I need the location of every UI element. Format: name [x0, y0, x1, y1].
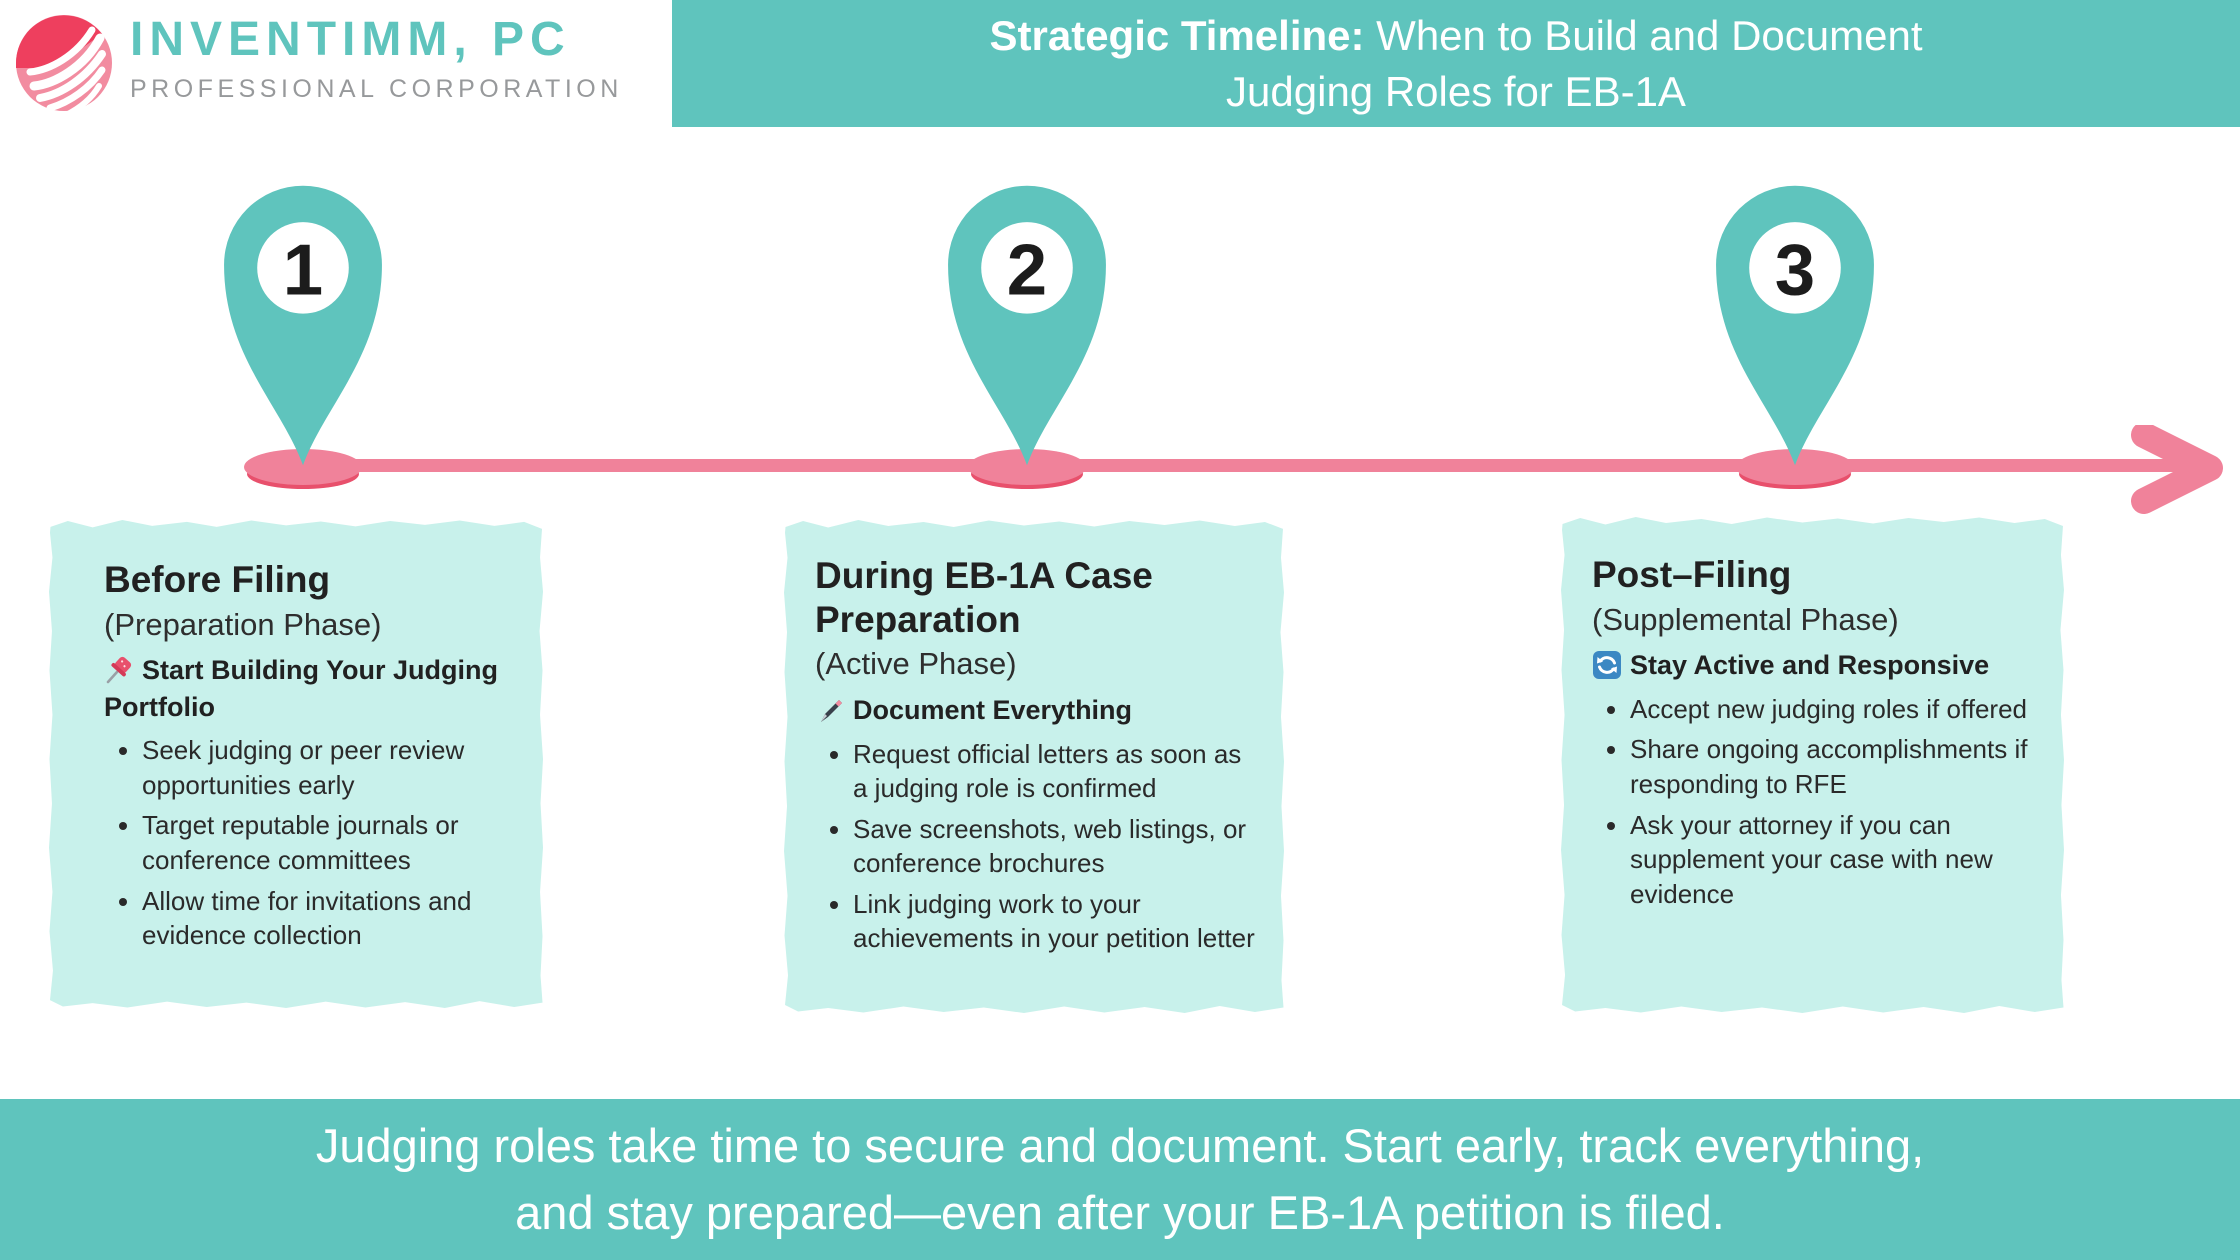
refresh-icon — [1593, 651, 1621, 680]
list-item: Seek judging or peer review opportunitie… — [142, 733, 510, 802]
milestone-card-1: Before Filing (Preparation Phase) Start … — [48, 519, 544, 1009]
card-2-lead: Document Everything — [815, 692, 1257, 728]
timeline-line — [300, 459, 2195, 472]
list-item: Ask your attorney if you can supplement … — [1630, 808, 2039, 912]
card-2-bullet-list: Request official letters as soon as a ju… — [815, 737, 1257, 956]
logo-area: INVENTIMM, PC PROFESSIONAL CORPORATION — [0, 0, 672, 127]
page-title-line2: Judging Roles for EB-1A — [1226, 67, 1686, 115]
card-3-phase: (Supplemental Phase) — [1592, 601, 1899, 637]
card-1-title: Before Filing — [104, 559, 331, 600]
header-band: Strategic Timeline: When to Build and Do… — [672, 0, 2240, 127]
card-1-lead: Start Building Your Judging Portfolio — [104, 652, 510, 725]
pushpin-icon — [106, 657, 132, 684]
page-title: Strategic Timeline: When to Build and Do… — [990, 8, 1923, 119]
card-2-phase: (Active Phase) — [815, 646, 1017, 682]
map-pin-3-icon: 3 — [1716, 185, 1874, 466]
card-1-lead-text: Start Building Your Judging Portfolio — [104, 655, 498, 722]
card-3-lead-text: Stay Active and Responsive — [1630, 650, 1990, 681]
footer-line-1: Judging roles take time to secure and do… — [315, 1118, 1925, 1172]
list-item: Save screenshots, web listings, or confe… — [853, 812, 1257, 881]
list-item: Request official letters as soon as a ju… — [853, 737, 1257, 806]
brand-text: INVENTIMM, PC PROFESSIONAL CORPORATION — [130, 13, 623, 104]
card-3-bullet-list: Accept new judging roles if offered Shar… — [1592, 692, 2039, 911]
card-1-phase: (Preparation Phase) — [104, 606, 382, 642]
footer-band: Judging roles take time to secure and do… — [0, 1099, 2240, 1260]
milestone-card-2: During EB-1A Case Preparation (Active Ph… — [784, 519, 1284, 1014]
footer-line-2: and stay prepared—even after your EB-1A … — [515, 1185, 1725, 1239]
map-pin-1-icon: 1 — [224, 185, 382, 466]
pen-icon — [821, 700, 842, 723]
milestone-card-3: Post–Filing (Supplemental Phase) Stay Ac… — [1561, 517, 2064, 1013]
list-item: Target reputable journals or conference … — [142, 808, 510, 877]
list-item: Share ongoing accomplishments if respond… — [1630, 732, 2039, 801]
card-3-lead: Stay Active and Responsive — [1592, 647, 2039, 683]
list-item: Allow time for invitations and evidence … — [142, 884, 510, 953]
page-title-rest: When to Build and Document — [1364, 12, 1923, 60]
wing-logo-icon — [16, 15, 112, 118]
pin-number-2: 2 — [1007, 230, 1047, 311]
brand-tagline: PROFESSIONAL CORPORATION — [130, 74, 623, 103]
list-item: Link judging work to your achievements i… — [853, 887, 1257, 956]
card-2-title: During EB-1A Case Preparation — [815, 555, 1153, 640]
card-2-lead-text: Document Everything — [853, 695, 1133, 726]
list-item: Accept new judging roles if offered — [1630, 692, 2039, 727]
footer-text: Judging roles take time to secure and do… — [316, 1113, 1924, 1246]
pin-number-3: 3 — [1775, 230, 1815, 311]
card-3-title: Post–Filing — [1592, 554, 1792, 595]
pin-number-1: 1 — [283, 230, 323, 311]
timeline-arrowhead-icon — [2131, 425, 2223, 514]
card-1-bullet-list: Seek judging or peer review opportunitie… — [104, 733, 510, 952]
map-pin-2-icon: 2 — [948, 185, 1106, 466]
brand-name: INVENTIMM, PC — [130, 13, 571, 66]
page-title-bold: Strategic Timeline: — [989, 12, 1365, 60]
